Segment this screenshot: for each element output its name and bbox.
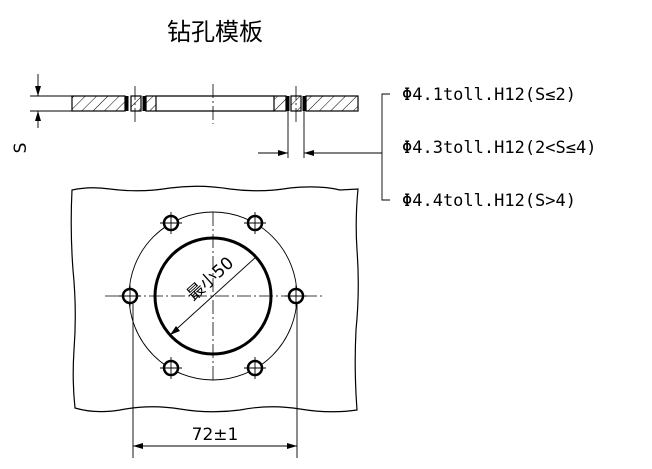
hole-diameter-dimension — [258, 111, 382, 158]
bolt-circle-dimension: 72±1 — [132, 304, 298, 458]
bolt-hole-pattern — [119, 212, 307, 379]
bolt-circle-label: 72±1 — [192, 425, 239, 445]
tolerance-spec-1: Φ4.1toll.H12(S≤2) — [402, 85, 576, 105]
bolt-hole — [285, 285, 307, 307]
bolt-hole — [244, 357, 266, 379]
bolt-hole — [119, 285, 141, 307]
plate-section-view — [71, 84, 359, 124]
bolt-hole — [244, 212, 266, 234]
tolerance-spec-3: Φ4.4toll.H12(S>4) — [402, 191, 576, 211]
thickness-dimension: S — [11, 74, 72, 153]
bolt-hole — [160, 357, 182, 379]
center-hole-label: 最小50 — [183, 253, 238, 305]
plate-plan-view — [70, 185, 359, 413]
drawing-title: 钻孔模板 — [167, 18, 263, 46]
bolt-hole — [160, 212, 182, 234]
tolerance-spec-2: Φ4.3toll.H12(2<S≤4) — [402, 138, 596, 158]
thickness-label: S — [11, 143, 31, 154]
tolerance-spec-group: Φ4.1toll.H12(S≤2) Φ4.3toll.H12(2<S≤4) Φ4… — [381, 85, 596, 211]
